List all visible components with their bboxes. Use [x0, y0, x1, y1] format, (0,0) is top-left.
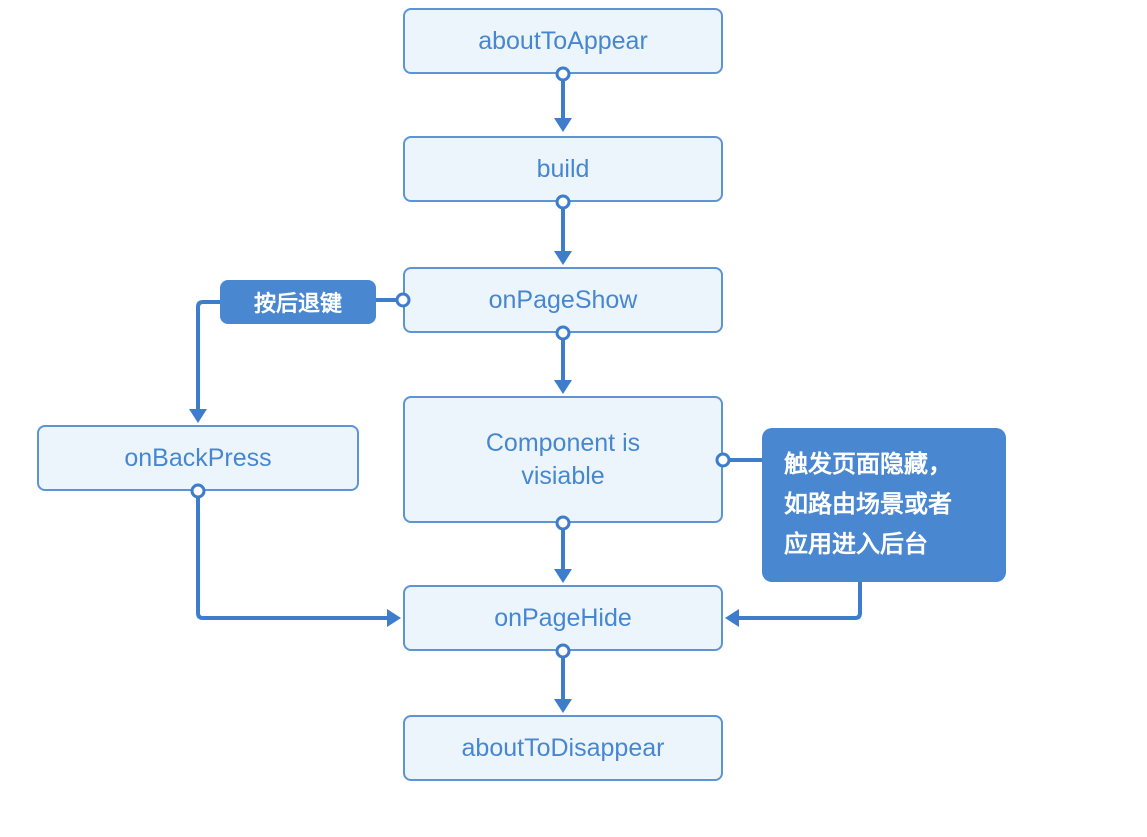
node-component-visible: Component is visiable	[403, 396, 723, 523]
node-component-visible-line1: Component is	[485, 429, 641, 457]
node-on-page-show-label: onPageShow	[488, 285, 638, 314]
callout-page-hide-note: 触发页面隐藏， 如路由场景或者 应用进入后台	[762, 428, 1006, 582]
node-component-visible-line2: visiable	[521, 461, 605, 490]
node-about-to-appear: aboutToAppear	[403, 8, 723, 74]
callout-back-key-label: 按后退键	[253, 291, 342, 316]
arrowhead-into-onpagehide-top	[554, 569, 572, 583]
edge-onbackpress-onpagehide	[196, 496, 387, 620]
arrowhead-into-onpagehide-right	[725, 609, 739, 627]
edge-note-onpagehide	[739, 582, 862, 620]
arrowhead-into-build	[554, 118, 572, 132]
node-on-page-hide-label: onPageHide	[494, 603, 632, 632]
callout-back-key: 按后退键	[220, 280, 376, 324]
edge-backkey-onbackpress	[196, 300, 220, 409]
node-on-page-show: onPageShow	[403, 267, 723, 333]
callout-page-hide-note-line3: 应用进入后台	[784, 531, 928, 558]
node-about-to-disappear: aboutToDisappear	[403, 715, 723, 781]
arrowhead-into-onpageshow	[554, 251, 572, 265]
node-about-to-disappear-label: aboutToDisappear	[461, 733, 665, 762]
arrowhead-into-component	[554, 380, 572, 394]
callout-page-hide-note-line1: 触发页面隐藏，	[784, 451, 952, 478]
arrowhead-into-abouttodisappear	[554, 699, 572, 713]
node-build: build	[403, 136, 723, 202]
callout-page-hide-note-line2: 如路由场景或者	[784, 491, 952, 518]
node-about-to-appear-label: aboutToAppear	[478, 26, 648, 55]
node-on-page-hide: onPageHide	[403, 585, 723, 651]
arrowhead-into-onbackpress	[189, 409, 207, 423]
arrowhead-into-onpagehide-left	[387, 609, 401, 627]
node-on-back-press: onBackPress	[37, 425, 359, 491]
node-build-label: build	[536, 154, 590, 183]
node-on-back-press-label: onBackPress	[124, 443, 272, 472]
